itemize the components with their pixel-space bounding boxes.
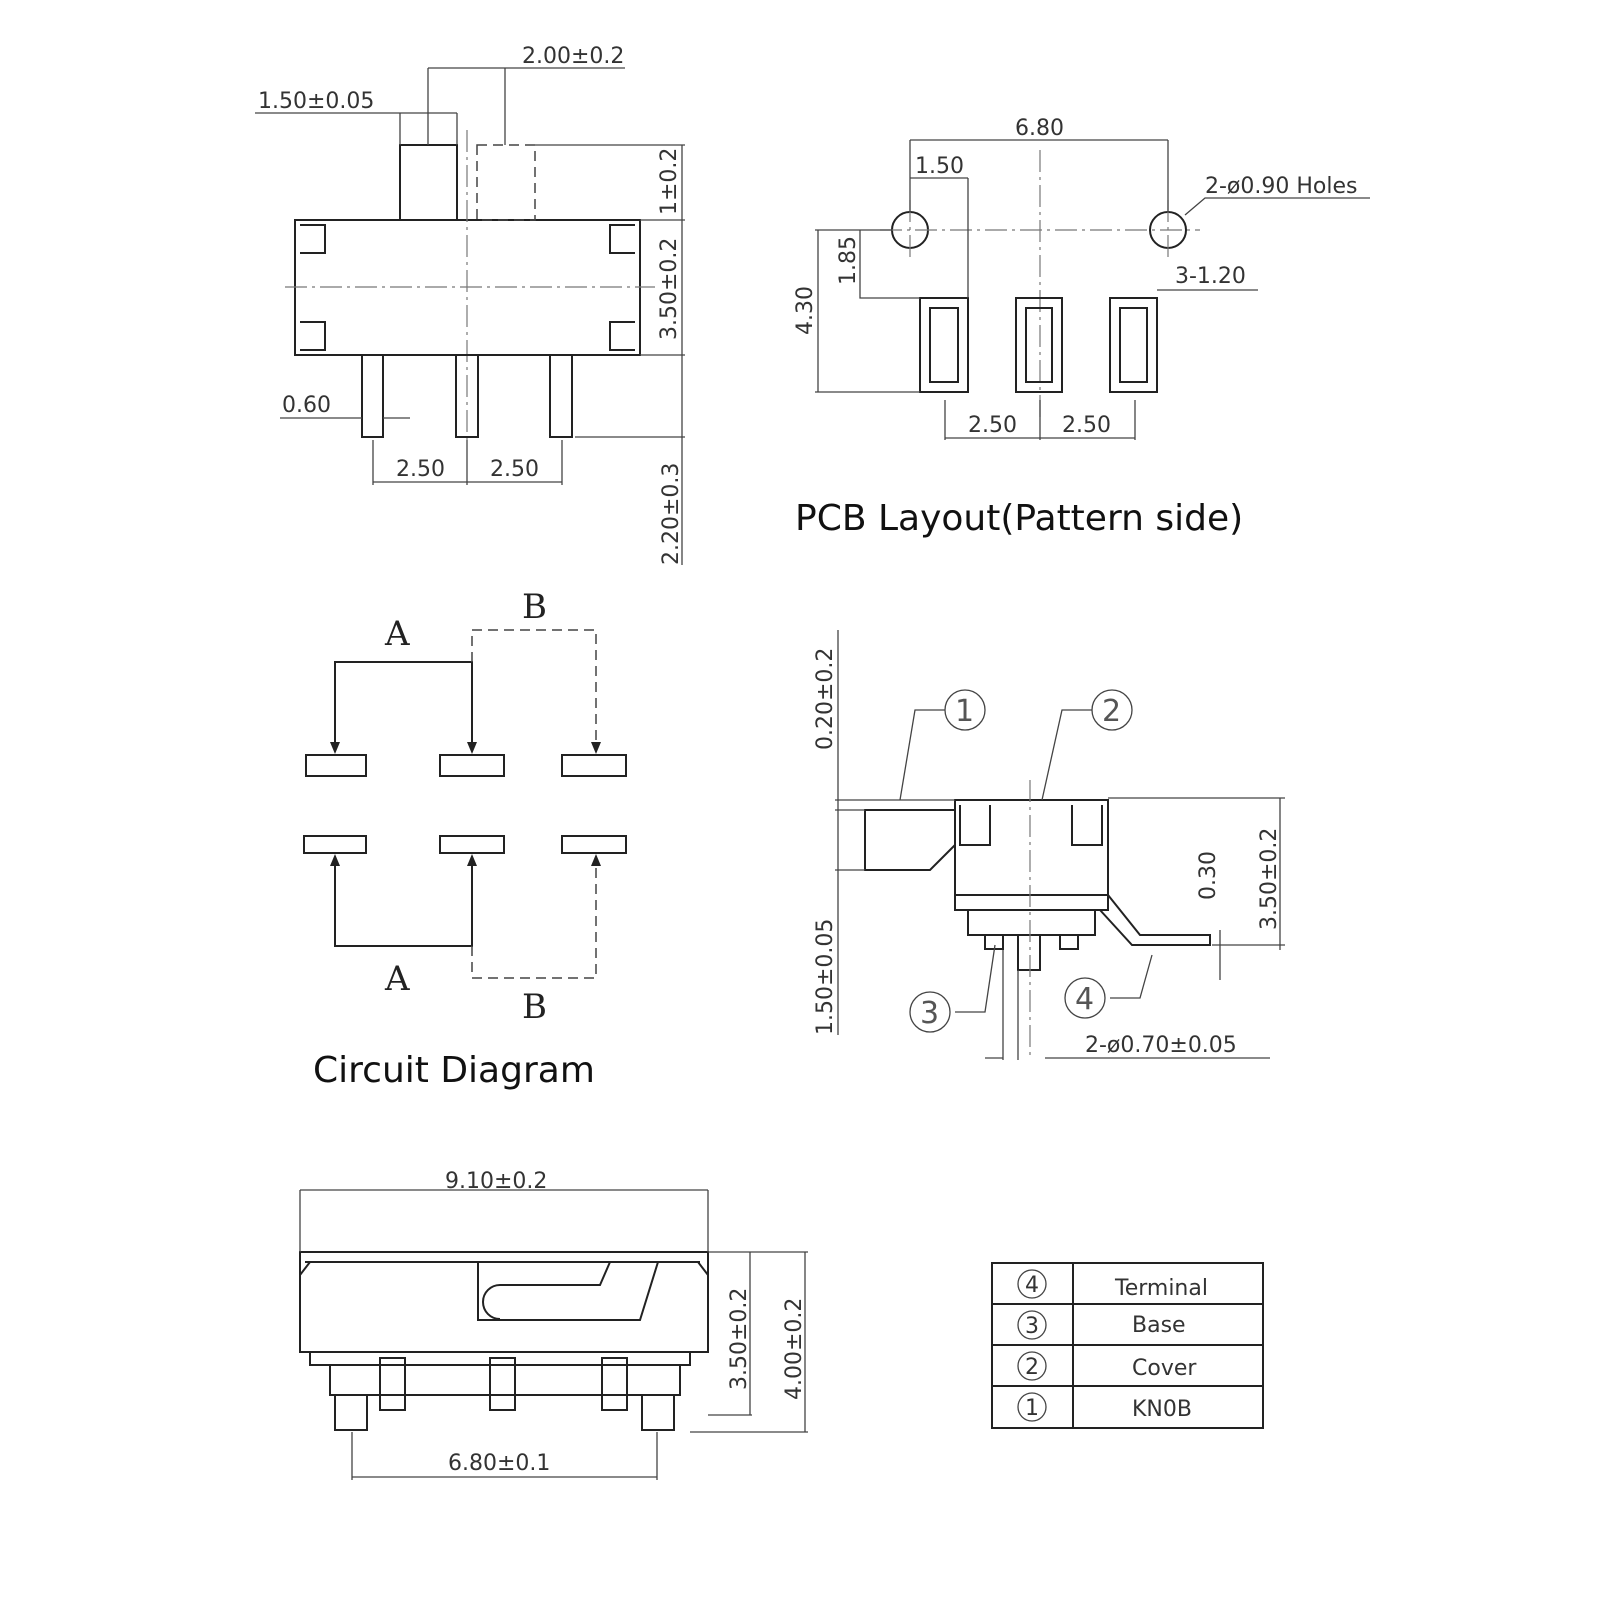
holes-dim: 2-ø0.90 Holes: [1205, 174, 1358, 199]
pins-dim: 2-ø0.70±0.05: [1085, 1033, 1237, 1058]
callout-2: 2: [1102, 694, 1121, 729]
part-name: KN0B: [1132, 1397, 1192, 1422]
pin-span-dim: 6.80±0.1: [448, 1451, 550, 1476]
front-height-dim: 3.50±0.2: [727, 1288, 752, 1390]
pcb-title: PCB Layout(Pattern side): [795, 498, 1243, 539]
knob-width-dim: 1.50±0.05: [258, 89, 374, 114]
hole-offset-dim: 1.85: [836, 236, 861, 285]
pcb-pitch-2: 2.50: [1062, 413, 1111, 438]
table-row: 2 Cover: [1017, 1351, 1197, 1381]
callout-3: 3: [920, 996, 939, 1031]
circuit-diagram: A B A B Circuit Diagram: [303, 587, 627, 1091]
body-height-dim: 3.50±0.2: [657, 238, 682, 340]
knob-height-dim: 1±0.2: [657, 148, 682, 215]
pin-length-dim: 2.20±0.3: [659, 463, 684, 565]
table-row: 1 KN0B: [1017, 1392, 1192, 1422]
side-view: 1 2 3 4 0.20±0.2 1.50±0.05 0.30 3.50±0.2…: [813, 630, 1285, 1060]
label-b-top: B: [522, 587, 547, 627]
pitch-dim-2: 2.50: [490, 457, 539, 482]
pin-width-dim: 0.60: [282, 393, 331, 418]
part-number: 2: [1025, 1355, 1039, 1380]
top-view: 1.50±0.05 2.00±0.2 1±0.2 3.50±0.2 0.60 2…: [255, 44, 685, 565]
total-dim: 4.30: [793, 286, 818, 335]
part-number: 3: [1025, 1314, 1039, 1339]
pcb-span-dim: 6.80: [1015, 116, 1064, 141]
pcb-offset-dim: 1.50: [915, 154, 964, 179]
pads-dim: 3-1.20: [1175, 264, 1246, 289]
knob-dim: 1.50±0.05: [813, 919, 838, 1035]
part-name: Cover: [1132, 1356, 1197, 1381]
part-name: Terminal: [1114, 1276, 1208, 1301]
front-view: 9.10±0.2 3.50±0.2 4.00±0.2 6.80±0.1: [299, 1169, 808, 1480]
knob-top-dim: 0.20±0.2: [813, 648, 838, 750]
pcb-layout: 6.80 1.50 2-ø0.90 Holes 1.85 4.30 3-1.20…: [793, 116, 1370, 539]
circuit-title: Circuit Diagram: [313, 1050, 595, 1091]
part-name: Base: [1132, 1313, 1186, 1338]
callout-1: 1: [955, 694, 974, 729]
part-number: 1: [1025, 1396, 1039, 1421]
terminal-offset-dim: 0.30: [1196, 851, 1221, 900]
pcb-pitch-1: 2.50: [968, 413, 1017, 438]
pitch-dim-1: 2.50: [396, 457, 445, 482]
callout-4: 4: [1075, 982, 1094, 1017]
label-a-top: A: [384, 614, 410, 654]
total-height-dim: 4.00±0.2: [782, 1298, 807, 1400]
part-number: 4: [1025, 1273, 1039, 1298]
label-b-bottom: B: [522, 987, 547, 1027]
width-dim: 9.10±0.2: [445, 1169, 547, 1194]
travel-dim: 2.00±0.2: [522, 44, 624, 69]
label-a-bottom: A: [384, 959, 410, 999]
table-row: 4 Terminal: [1017, 1269, 1208, 1301]
side-height-dim: 3.50±0.2: [1257, 828, 1282, 930]
table-row: 3 Base: [1017, 1310, 1186, 1340]
parts-table: 4 Terminal 3 Base 2 Cover 1 KN0B: [991, 1262, 1264, 1429]
